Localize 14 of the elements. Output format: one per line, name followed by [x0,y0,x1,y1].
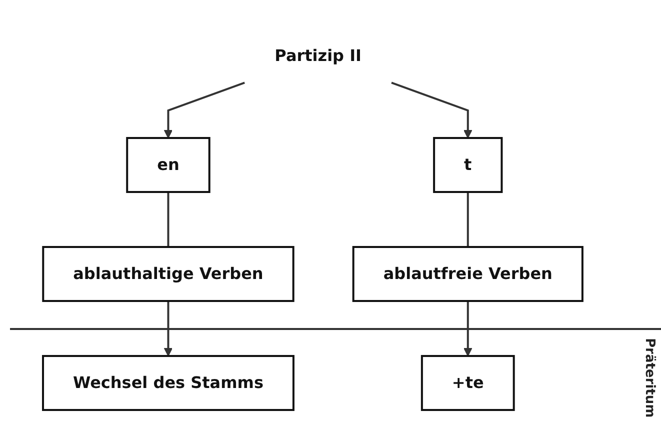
arrow [390,81,472,138]
node-box: t [432,136,502,192]
arrow [164,300,172,356]
node-text: Partizip II [274,46,362,64]
connector [167,192,169,246]
connector [466,192,469,246]
node-box: ablautfreie Verben [352,246,584,302]
node-box: +te [420,354,515,410]
node-box: en [126,136,210,192]
node-box: ablauthaltige Verben [42,246,294,302]
node-box: Wechsel des Stamms [42,354,294,410]
section-label: Präteritum [642,338,657,418]
arrow [164,81,245,138]
arrow [463,300,472,356]
